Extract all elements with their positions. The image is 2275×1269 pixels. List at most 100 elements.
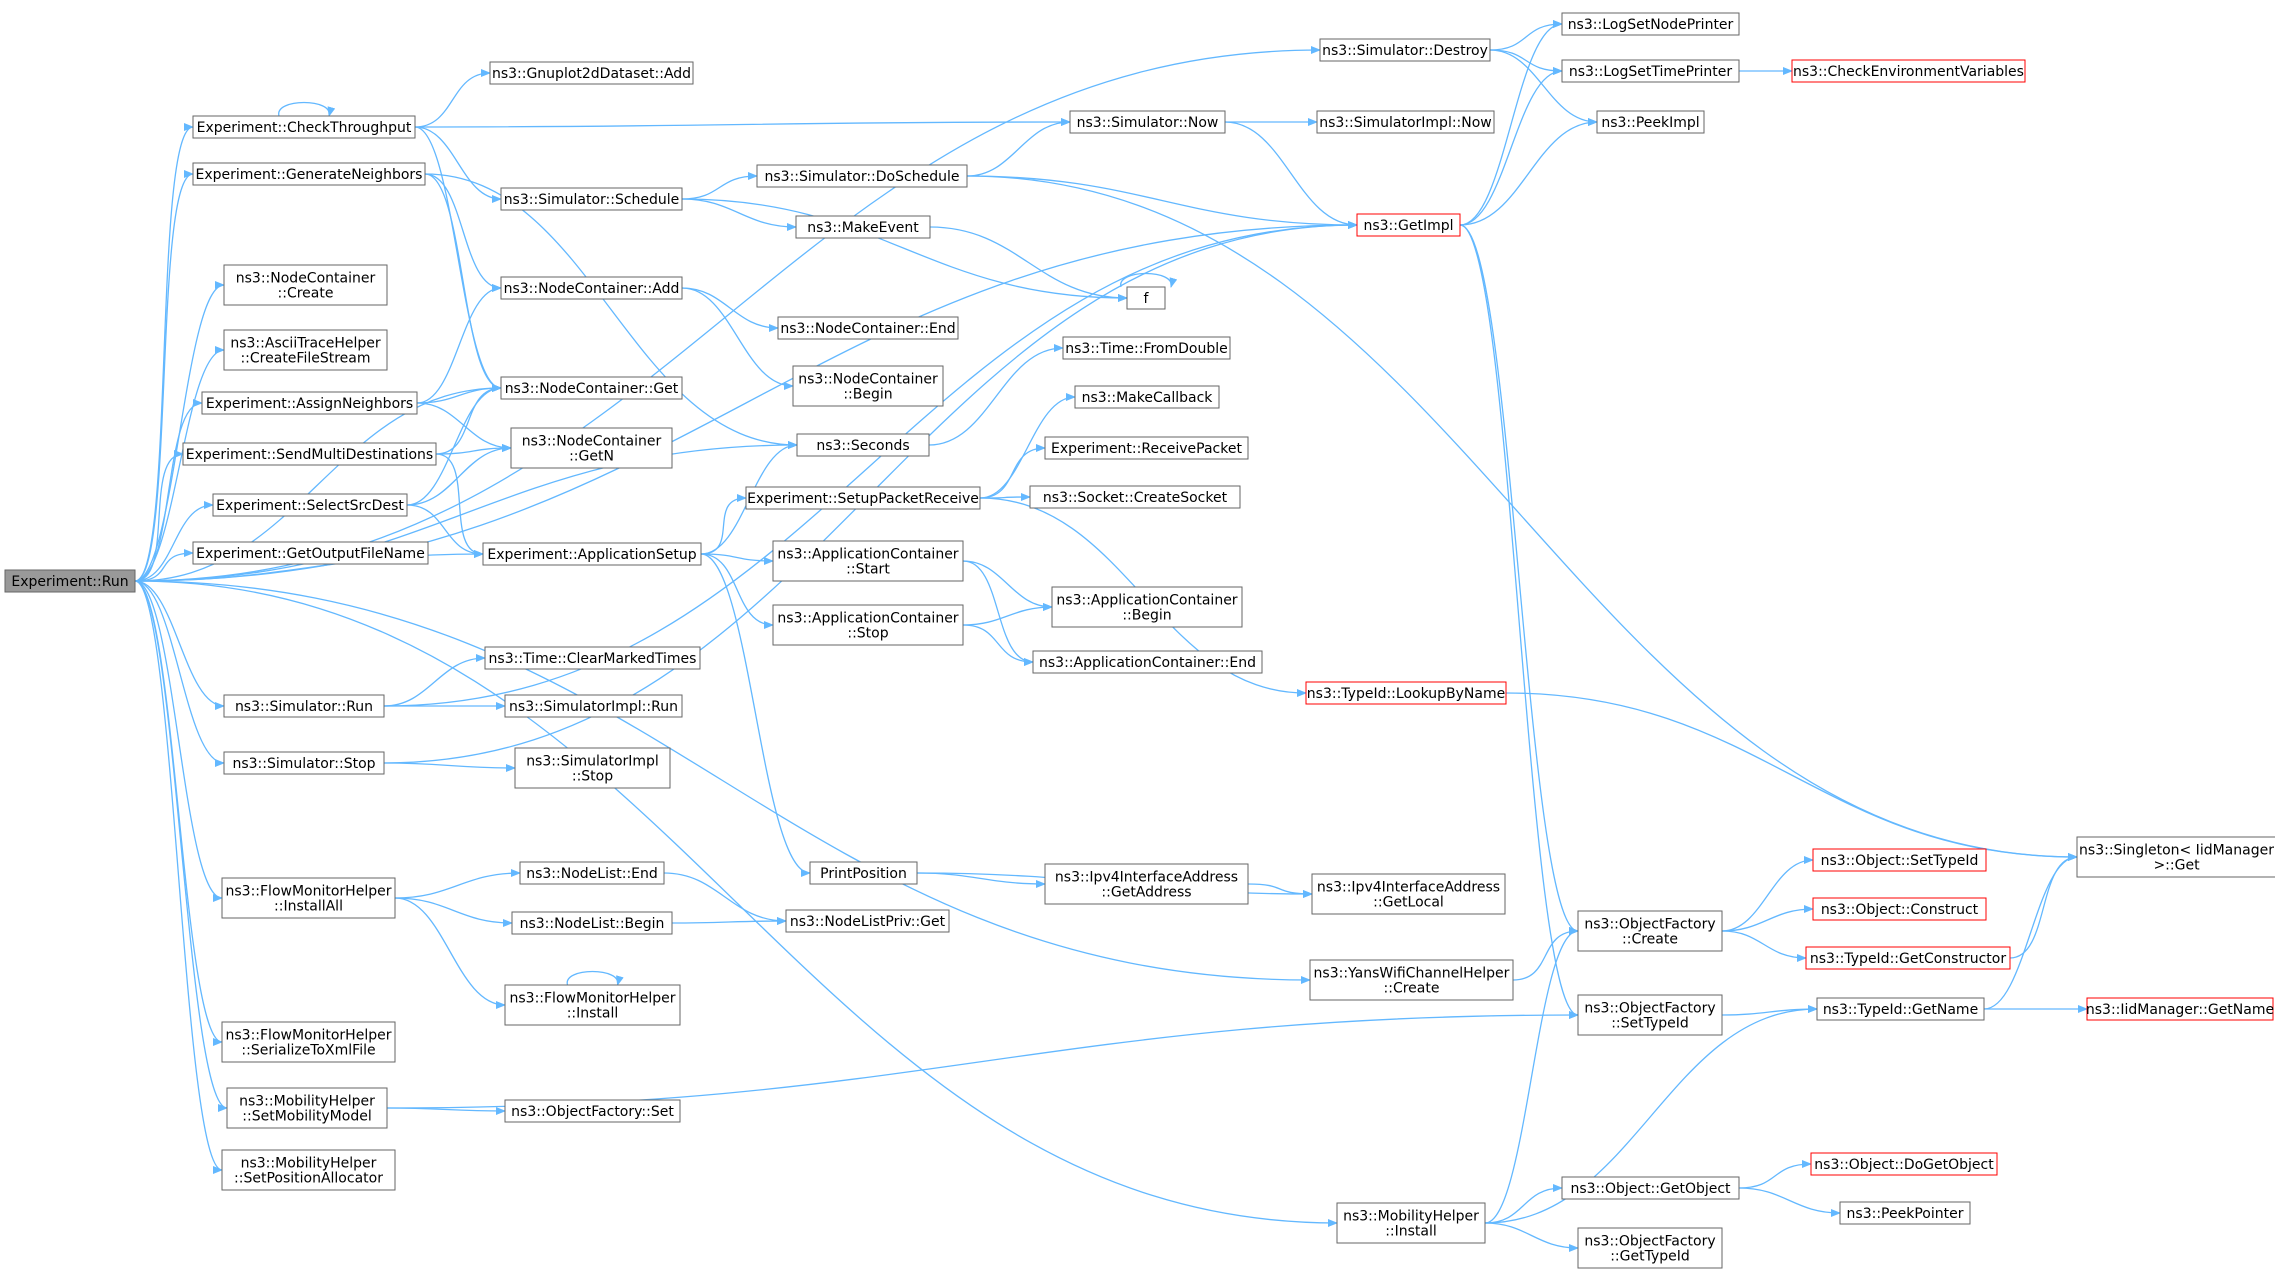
node-create-socket[interactable]: ns3::Socket::CreateSocket <box>1029 485 1241 509</box>
node-time-clear[interactable]: ns3::Time::ClearMarkedTimes <box>484 646 701 670</box>
node-fmh-install-all[interactable]: ns3::FlowMonitorHelper::InstallAll <box>221 877 396 919</box>
node-run[interactable]: Experiment::Run <box>4 569 136 593</box>
node-log-set-time[interactable]: ns3::LogSetTimePrinter <box>1561 59 1740 83</box>
edge-ipv4-get-address-to-ipv4-get-local <box>1247 883 1313 898</box>
node-receive-packet[interactable]: Experiment::ReceivePacket <box>1044 436 1249 460</box>
node-get-impl[interactable]: ns3::GetImpl <box>1356 213 1461 237</box>
node-nl-end[interactable]: ns3::NodeList::End <box>519 861 665 885</box>
edge-get-impl-to-log-set-time <box>1459 67 1563 226</box>
node-label: f <box>1144 291 1150 307</box>
node-f[interactable]: f <box>1126 286 1166 310</box>
node-mh-set-mobility[interactable]: ns3::MobilityHelper::SetMobilityModel <box>226 1087 388 1129</box>
node-label: ns3::MobilityHelper <box>241 1156 377 1172</box>
node-lookup-by-name[interactable]: ns3::TypeId::LookupByName <box>1305 681 1507 705</box>
node-obj-construct[interactable]: ns3::Object::Construct <box>1812 897 1987 921</box>
node-nc-get[interactable]: ns3::NodeContainer::Get <box>500 376 683 400</box>
edge-mh-install-to-of-create <box>1484 927 1579 1224</box>
node-label: ns3::Ipv4InterfaceAddress <box>1055 870 1238 886</box>
node-nc-get-n[interactable]: ns3::NodeContainer::GetN <box>510 427 673 469</box>
node-tid-get-name[interactable]: ns3::TypeId::GetName <box>1816 997 1985 1021</box>
node-label: ns3::Time::ClearMarkedTimes <box>489 651 697 667</box>
node-tid-get-constructor[interactable]: ns3::TypeId::GetConstructor <box>1805 946 2011 970</box>
edge-select-src-dest-to-nc-get-n <box>406 444 512 506</box>
node-ipv4-get-address[interactable]: ns3::Ipv4InterfaceAddress::GetAddress <box>1044 863 1249 905</box>
node-sim-impl-run[interactable]: ns3::SimulatorImpl::Run <box>504 694 683 718</box>
node-time-from-double[interactable]: ns3::Time::FromDouble <box>1062 336 1231 360</box>
node-yans-create[interactable]: ns3::YansWifiChannelHelper::Create <box>1309 959 1514 1001</box>
node-box <box>2076 836 2275 878</box>
node-singleton-get[interactable]: ns3::Singleton< IidManager >::Get <box>2076 836 2275 878</box>
node-nlp-get[interactable]: ns3::NodeListPriv::Get <box>785 909 950 933</box>
edge-generate-neighbors-to-nc-get <box>424 173 502 392</box>
node-setup-recv[interactable]: Experiment::SetupPacketReceive <box>745 486 981 510</box>
node-ac-start[interactable]: ns3::ApplicationContainer::Start <box>772 540 964 582</box>
node-ac-begin[interactable]: ns3::ApplicationContainer::Begin <box>1051 586 1243 628</box>
node-box <box>1051 586 1243 628</box>
node-of-set[interactable]: ns3::ObjectFactory::Set <box>504 1099 681 1123</box>
node-make-event[interactable]: ns3::MakeEvent <box>795 215 931 239</box>
node-sim-run[interactable]: ns3::Simulator::Run <box>223 694 385 718</box>
node-nc-create[interactable]: ns3::NodeContainer::Create <box>223 264 388 306</box>
edge-obj-get-object-to-do-get-object <box>1738 1160 1812 1189</box>
node-peek-pointer[interactable]: ns3::PeekPointer <box>1839 1201 1971 1225</box>
edge-run-to-generate-neighbors <box>134 170 194 582</box>
node-label: Experiment::SelectSrcDest <box>216 498 404 514</box>
node-label: ns3::CheckEnvironmentVariables <box>1793 64 2024 80</box>
node-of-create[interactable]: ns3::ObjectFactory::Create <box>1577 910 1723 952</box>
node-box <box>484 646 701 670</box>
node-of-set-type-id[interactable]: ns3::ObjectFactory::SetTypeId <box>1577 994 1723 1036</box>
node-sim-destroy[interactable]: ns3::Simulator::Destroy <box>1319 38 1491 62</box>
node-fmh-install[interactable]: ns3::FlowMonitorHelper::Install <box>504 984 681 1026</box>
node-check-throughput[interactable]: Experiment::CheckThroughput <box>192 115 416 139</box>
node-fmh-serialize[interactable]: ns3::FlowMonitorHelper::SerializeToXmlFi… <box>221 1021 396 1063</box>
node-nc-end[interactable]: ns3::NodeContainer::End <box>777 316 959 340</box>
edge-sim-run-to-get-impl <box>383 221 1358 707</box>
node-ac-end[interactable]: ns3::ApplicationContainer::End <box>1032 650 1263 674</box>
node-do-get-object[interactable]: ns3::Object::DoGetObject <box>1810 1152 1998 1176</box>
node-box <box>182 442 437 466</box>
node-ascii-create[interactable]: ns3::AsciiTraceHelper::CreateFileStream <box>223 329 388 371</box>
node-get-output-file-name[interactable]: Experiment::GetOutputFileName <box>192 541 429 565</box>
node-label: ns3::PeekImpl <box>1601 115 1699 131</box>
node-make-callback[interactable]: ns3::MakeCallback <box>1074 385 1220 409</box>
node-send-multi[interactable]: Experiment::SendMultiDestinations <box>182 442 437 466</box>
node-assign-neighbors[interactable]: Experiment::AssignNeighbors <box>201 391 418 415</box>
node-box <box>223 329 388 371</box>
node-iid-get-name[interactable]: ns3::IidManager::GetName <box>2086 997 2274 1021</box>
node-nl-begin[interactable]: ns3::NodeList::Begin <box>511 911 673 935</box>
node-seconds[interactable]: ns3::Seconds <box>796 433 930 457</box>
node-box <box>1805 946 2011 970</box>
node-mh-install[interactable]: ns3::MobilityHelper::Install <box>1336 1202 1486 1244</box>
node-label: Experiment::ReceivePacket <box>1051 441 1242 457</box>
node-select-src-dest[interactable]: Experiment::SelectSrcDest <box>212 493 408 517</box>
node-label: ns3::NodeContainer::End <box>780 321 955 337</box>
node-of-get-type-id[interactable]: ns3::ObjectFactory::GetTypeId <box>1577 1227 1723 1269</box>
edge-select-src-dest-to-app-setup <box>406 504 484 558</box>
node-nc-begin[interactable]: ns3::NodeContainer::Begin <box>792 365 944 407</box>
node-log-set-node[interactable]: ns3::LogSetNodePrinter <box>1561 12 1740 36</box>
node-sim-schedule[interactable]: ns3::Simulator::Schedule <box>500 187 683 211</box>
node-sim-impl-now[interactable]: ns3::SimulatorImpl::Now <box>1316 110 1495 134</box>
node-gnuplot-add[interactable]: ns3::Gnuplot2dDataset::Add <box>489 61 694 85</box>
node-app-setup[interactable]: Experiment::ApplicationSetup <box>482 542 702 566</box>
node-sim-stop[interactable]: ns3::Simulator::Stop <box>223 751 385 775</box>
edge-send-multi-to-app-setup <box>435 453 484 558</box>
node-generate-neighbors[interactable]: Experiment::GenerateNeighbors <box>192 162 426 186</box>
node-obj-set-type-id[interactable]: ns3::Object::SetTypeId <box>1812 848 1987 872</box>
node-ipv4-get-local[interactable]: ns3::Ipv4InterfaceAddress::GetLocal <box>1311 873 1506 915</box>
node-nc-add[interactable]: ns3::NodeContainer::Add <box>500 276 683 300</box>
node-do-schedule[interactable]: ns3::Simulator::DoSchedule <box>756 164 968 188</box>
node-mh-set-position[interactable]: ns3::MobilityHelper::SetPositionAllocato… <box>221 1149 396 1191</box>
node-box <box>795 215 931 239</box>
node-label: ns3::ApplicationContainer <box>777 611 958 627</box>
node-print-pos[interactable]: PrintPosition <box>809 861 918 885</box>
node-check-env[interactable]: ns3::CheckEnvironmentVariables <box>1791 59 2026 83</box>
node-box <box>1074 385 1220 409</box>
node-ac-stop[interactable]: ns3::ApplicationContainer::Stop <box>772 604 964 646</box>
edge-run-to-mh-set-mobility <box>134 580 228 1112</box>
node-obj-get-object[interactable]: ns3::Object::GetObject <box>1561 1176 1740 1200</box>
node-label: ns3::AsciiTraceHelper <box>230 336 381 352</box>
node-sim-now[interactable]: ns3::Simulator::Now <box>1069 110 1226 134</box>
node-sim-impl-stop[interactable]: ns3::SimulatorImpl::Stop <box>514 747 671 789</box>
node-peek-impl[interactable]: ns3::PeekImpl <box>1596 110 1705 134</box>
